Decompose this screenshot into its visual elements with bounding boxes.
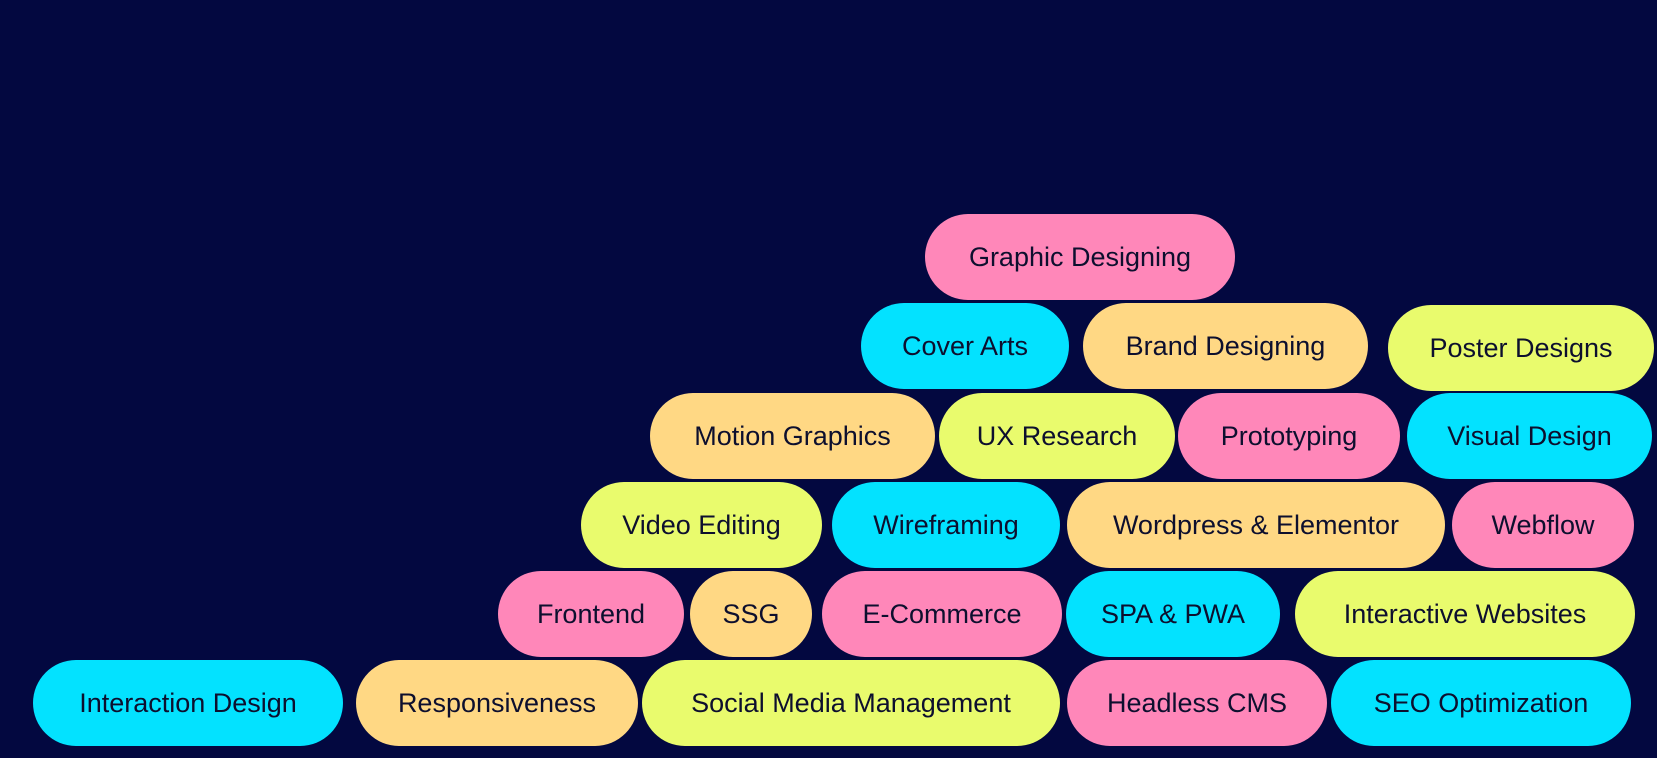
tag-frontend: Frontend [498,571,684,657]
tag-e-commerce: E-Commerce [822,571,1062,657]
tag-prototyping: Prototyping [1178,393,1400,479]
tag-interaction-design: Interaction Design [33,660,343,746]
tag-video-editing: Video Editing [581,482,822,568]
tag-spa-pwa: SPA & PWA [1066,571,1280,657]
tag-cover-arts: Cover Arts [861,303,1069,389]
tag-social-media-management: Social Media Management [642,660,1060,746]
tag-responsiveness: Responsiveness [356,660,638,746]
tag-ux-research: UX Research [939,393,1175,479]
tag-poster-designs: Poster Designs [1388,305,1654,391]
tag-ssg: SSG [690,571,812,657]
tag-visual-design: Visual Design [1407,393,1652,479]
tag-wireframing: Wireframing [832,482,1060,568]
tag-webflow: Webflow [1452,482,1634,568]
tag-motion-graphics: Motion Graphics [650,393,935,479]
tag-seo-optimization: SEO Optimization [1331,660,1631,746]
tag-wordpress-elementor: Wordpress & Elementor [1067,482,1445,568]
tag-graphic-designing: Graphic Designing [925,214,1235,300]
tag-interactive-websites: Interactive Websites [1295,571,1635,657]
tag-headless-cms: Headless CMS [1067,660,1327,746]
tag-brand-designing: Brand Designing [1083,303,1368,389]
